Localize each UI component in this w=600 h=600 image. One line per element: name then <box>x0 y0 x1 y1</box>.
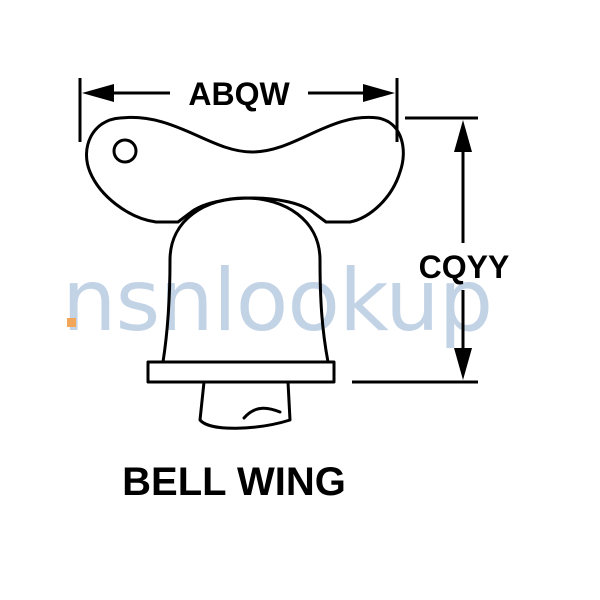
height-label: CQYY <box>419 249 510 285</box>
watermark-dot <box>67 318 76 327</box>
height-dimension: CQYY <box>352 116 510 384</box>
flange <box>146 360 336 384</box>
part-caption: BELL WING <box>122 460 346 504</box>
watermark-text: nsnlookup <box>62 251 492 351</box>
width-arrow-left <box>82 84 114 102</box>
width-dimension: ABQW <box>78 76 399 142</box>
wing-head <box>85 115 405 224</box>
wing-hole <box>112 138 138 164</box>
bell-wing-part <box>85 115 405 430</box>
width-arrow-right <box>363 84 395 102</box>
shank-break <box>242 406 282 420</box>
height-arrow-top <box>454 120 472 152</box>
width-label: ABQW <box>188 76 290 112</box>
bell-body <box>161 196 330 364</box>
shank <box>198 380 292 430</box>
height-arrow-bottom <box>454 348 472 380</box>
watermark: nsnlookup <box>62 251 493 351</box>
